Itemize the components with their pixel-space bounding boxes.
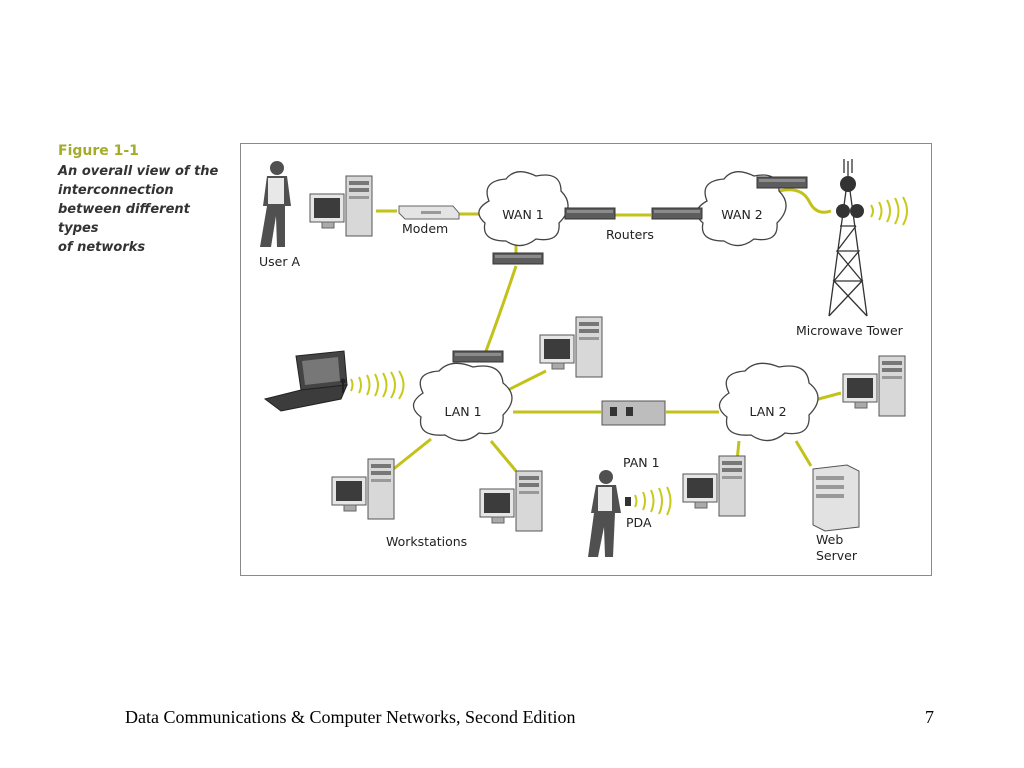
- footer-title: Data Communications & Computer Networks,…: [125, 707, 576, 727]
- web-server: [812, 464, 860, 532]
- wan1-label: WAN 1: [502, 207, 544, 222]
- microwave-tower: [828, 159, 868, 317]
- network-diagram: WAN 1 WAN 2 LAN 1 LAN 2 Modem Routers: [240, 143, 932, 576]
- user-a-computer: [309, 175, 373, 237]
- lan2-label: LAN 2: [749, 404, 786, 419]
- modem-device: [398, 205, 460, 220]
- user-a-figure: [260, 161, 291, 247]
- pda-signal-icon: [634, 486, 672, 516]
- web-label: Web: [816, 532, 843, 547]
- wan2-cloud: WAN 2: [696, 171, 787, 247]
- pda-label: PDA: [626, 515, 652, 530]
- tower-dish: [836, 176, 864, 218]
- pan-computer: [682, 455, 746, 517]
- workstation-left: [331, 458, 395, 520]
- workstations-label: Workstations: [386, 534, 467, 549]
- workstation-right: [479, 470, 543, 532]
- page-number: 7: [925, 707, 934, 727]
- lan1-label: LAN 1: [444, 404, 481, 419]
- lan1-workstation-top: [539, 316, 603, 378]
- pan1-label: PAN 1: [623, 455, 660, 470]
- lan2-cloud: LAN 2: [718, 362, 819, 442]
- tower-signal-icon: [870, 196, 908, 226]
- user-a-label: User A: [259, 254, 300, 269]
- router-1: [564, 207, 616, 220]
- modem-label: Modem: [402, 221, 448, 236]
- figure-label: Figure 1-1: [58, 143, 139, 159]
- laptop: [263, 350, 348, 412]
- figure-caption: Figure 1-1 An overall view of the interc…: [58, 142, 233, 257]
- microwave-tower-label: Microwave Tower: [796, 323, 904, 338]
- wan1-cloud: WAN 1: [478, 171, 569, 247]
- router-3: [756, 176, 808, 189]
- lan1-cloud: LAN 1: [412, 362, 513, 442]
- network-diagram-svg: WAN 1 WAN 2 LAN 1 LAN 2 Modem Routers: [259, 159, 908, 563]
- pda-user-figure: [588, 470, 631, 557]
- router-4: [492, 252, 544, 265]
- router-2: [651, 207, 703, 220]
- wan2-label: WAN 2: [721, 207, 763, 222]
- laptop-signal-icon: [350, 370, 405, 400]
- server-label: Server: [816, 548, 858, 563]
- router-5: [452, 350, 504, 363]
- figure-description: An overall view of the interconnection b…: [58, 164, 219, 255]
- lan2-workstation: [842, 355, 906, 417]
- pan-hub-device: [601, 400, 666, 426]
- routers-label: Routers: [606, 227, 654, 242]
